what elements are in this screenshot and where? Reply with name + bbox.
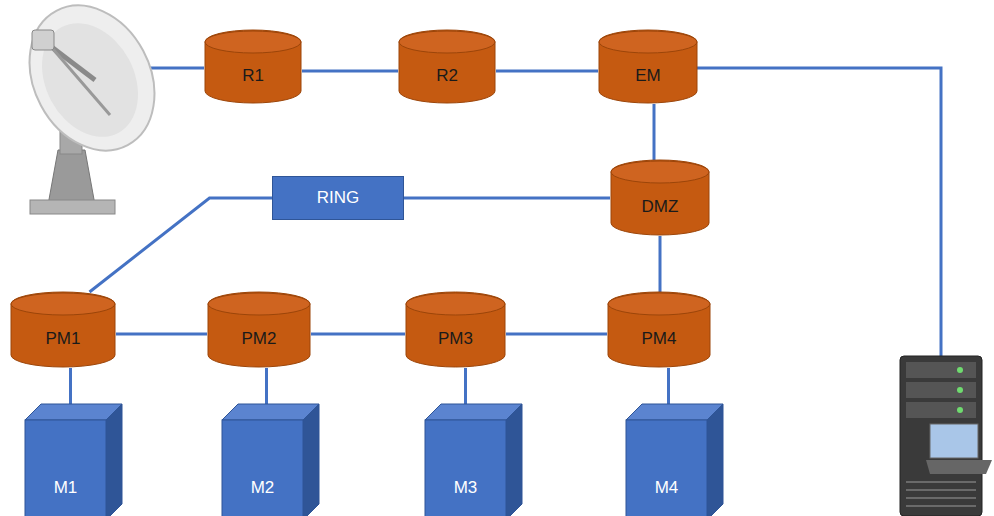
node-label: EM	[635, 67, 661, 86]
machine-cube: M2	[222, 404, 319, 516]
cylinder-body	[599, 30, 697, 103]
node-label: PM2	[242, 330, 277, 349]
machine-cube: M4	[626, 404, 723, 516]
link-line	[302, 70, 398, 73]
node-label: R2	[436, 67, 458, 86]
link-line	[90, 198, 273, 292]
server-wire	[696, 68, 941, 356]
cube-top	[25, 404, 122, 420]
cube-front	[425, 420, 506, 516]
cylinder-body	[205, 30, 301, 103]
server-cylinder: PM2	[207, 292, 311, 368]
cylinder-top	[599, 31, 697, 53]
server-cylinder: R1	[204, 30, 302, 104]
cylinder-body	[399, 30, 495, 103]
machine-cube: M1	[25, 404, 122, 516]
node-label: M4	[655, 479, 679, 498]
satellite-dish	[5, 0, 179, 214]
ring-rect	[273, 177, 404, 220]
link-line	[69, 368, 72, 404]
cube-front	[222, 420, 303, 516]
link-line	[404, 197, 610, 200]
node-shape	[222, 404, 319, 516]
server-cylinder: EM	[598, 30, 698, 104]
cylinder-body	[608, 292, 710, 367]
cube-side	[506, 404, 522, 516]
cylinder-body	[406, 292, 505, 367]
node-label: PM3	[438, 330, 473, 349]
link-line	[653, 104, 656, 160]
server-cylinder: PM1	[10, 292, 116, 368]
server-rack	[900, 356, 992, 516]
server-cylinder: DMZ	[610, 160, 710, 236]
cylinder-top	[11, 293, 115, 315]
link-line	[116, 333, 207, 336]
link-line	[506, 333, 607, 336]
server-cylinder: R2	[398, 30, 496, 104]
server-cylinder: PM4	[607, 292, 711, 368]
node-shape	[25, 404, 122, 516]
cube-side	[303, 404, 319, 516]
link-line	[496, 70, 598, 73]
cylinder-top	[608, 293, 710, 315]
cube-top	[222, 404, 319, 420]
node-label: DMZ	[642, 198, 679, 217]
node-label: PM1	[46, 330, 81, 349]
server-cylinder: PM3	[405, 292, 506, 368]
ring-box: RING	[272, 176, 404, 220]
node-label: M1	[54, 479, 78, 498]
node-label: RING	[317, 189, 360, 208]
node-label: M2	[251, 479, 275, 498]
cube-front	[25, 420, 106, 516]
machine-cube: M3	[425, 404, 522, 516]
link-line	[464, 368, 467, 404]
cube-top	[626, 404, 723, 420]
node-label: R1	[242, 67, 264, 86]
cylinder-body	[11, 292, 115, 367]
cube-top	[425, 404, 522, 420]
cylinder-top	[205, 31, 301, 53]
cylinder-top	[399, 31, 495, 53]
link-line	[311, 333, 405, 336]
node-shape	[626, 404, 723, 516]
cylinder-top	[611, 161, 709, 183]
cylinder-top	[208, 293, 310, 315]
cylinder-top	[406, 293, 505, 315]
node-label: PM4	[642, 330, 677, 349]
link-line	[659, 236, 662, 292]
cube-side	[707, 404, 723, 516]
cube-front	[626, 420, 707, 516]
cylinder-body	[208, 292, 310, 367]
link-line	[265, 368, 268, 404]
node-label: M3	[454, 479, 478, 498]
dish-wire	[150, 67, 204, 70]
node-shape	[425, 404, 522, 516]
cube-side	[106, 404, 122, 516]
link-line	[667, 368, 670, 404]
cylinder-body	[611, 160, 709, 235]
